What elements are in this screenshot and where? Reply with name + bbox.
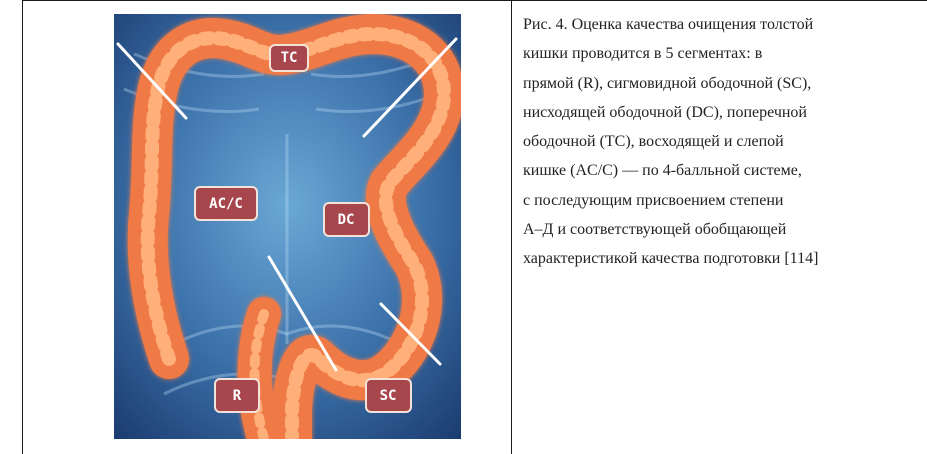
svg-text:DC: DC	[338, 212, 355, 228]
svg-text:R: R	[233, 388, 242, 404]
svg-text:AC/C: AC/C	[209, 196, 243, 212]
segment-label-acc: AC/C	[195, 187, 257, 220]
caption-line: с последующим присвоением степени	[523, 186, 923, 215]
caption-line: А–Д и соответствующей обобщающей	[523, 215, 923, 244]
figure-caption: Рис. 4. Оценка качества очищения толстой…	[523, 10, 923, 274]
segment-label-sc: SC	[366, 379, 411, 412]
svg-text:SC: SC	[380, 388, 397, 404]
colon-illustration-svg: TC AC/C DC R SC	[114, 14, 461, 439]
caption-line: кишке (AC/C) — по 4-балльной системе,	[523, 156, 923, 185]
column-divider	[511, 0, 512, 454]
caption-line: характеристикой качества подготовки [114…	[523, 244, 923, 273]
caption-line: Рис. 4. Оценка качества очищения толстой	[523, 10, 923, 39]
caption-line: прямой (R), сигмовидной ободочной (SC),	[523, 69, 923, 98]
caption-line: ободочной (TC), восходящей и слепой	[523, 127, 923, 156]
segment-label-r: R	[215, 379, 259, 412]
segment-label-dc: DC	[324, 203, 369, 236]
colon-illustration: TC AC/C DC R SC	[114, 14, 461, 439]
segment-label-tc: TC	[270, 45, 308, 71]
caption-line: нисходящей ободочной (DC), поперечной	[523, 98, 923, 127]
caption-line: кишки проводится в 5 сегментах: в	[523, 39, 923, 68]
svg-text:TC: TC	[281, 50, 298, 66]
